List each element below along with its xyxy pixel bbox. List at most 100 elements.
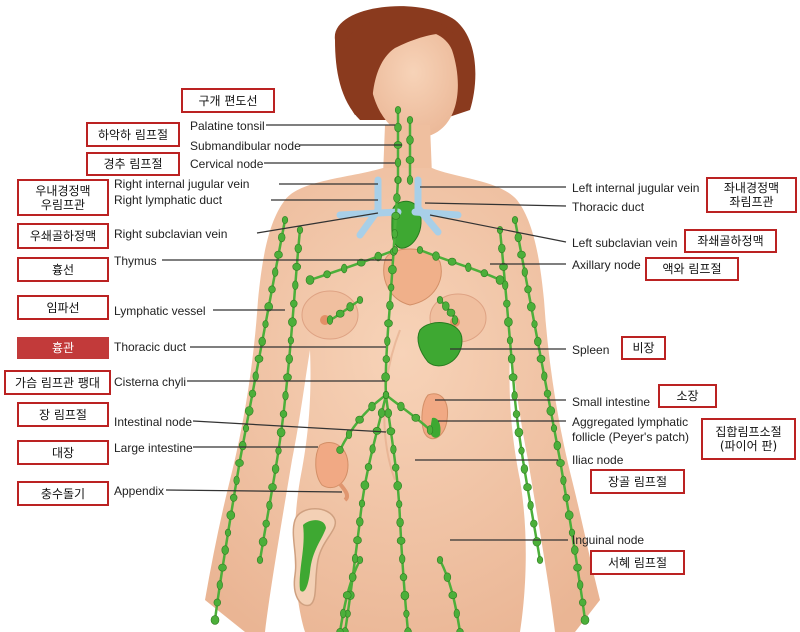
label-spleen: Spleen: [572, 343, 609, 357]
lymph-node: [406, 135, 414, 145]
lymph-node: [292, 280, 299, 290]
lymph-node: [276, 427, 286, 438]
lymph-node: [520, 464, 529, 474]
lymph-node: [355, 415, 364, 424]
lymph-node: [536, 556, 544, 564]
lymph-node: [356, 556, 364, 564]
lymph-node: [258, 537, 268, 547]
lymph-node: [532, 537, 542, 547]
lymph-node: [511, 216, 519, 224]
lymph-node: [254, 354, 264, 363]
lymph-node: [456, 628, 464, 632]
box-intestinal-node: 장 림프절: [17, 402, 109, 427]
lymph-node: [394, 176, 402, 184]
lymph-node: [386, 300, 394, 311]
box-left-internal-jugular-vein: 좌내경정맥 좌림프관: [706, 177, 797, 213]
label-axillary-node: Axillary node: [572, 258, 641, 272]
lymph-node: [239, 440, 247, 451]
lymph-node: [507, 354, 516, 364]
lymph-node: [384, 319, 393, 328]
spleen-shape: [417, 322, 463, 367]
box-palatine-tonsil: 구개 편도선: [181, 88, 275, 113]
lymph-node: [340, 608, 347, 619]
lymph-node: [543, 389, 552, 398]
lymph-node: [224, 528, 232, 537]
label-aggregated-line-2: follicle (Peyer's patch): [572, 430, 689, 444]
lymph-node: [391, 246, 399, 254]
lymph-node: [560, 475, 567, 486]
lymph-node: [290, 299, 298, 308]
label-right-subclavian-vein: Right subclavian vein: [114, 227, 227, 241]
lymph-node: [514, 232, 522, 243]
lymph-node: [336, 446, 344, 454]
lymph-node: [216, 580, 223, 590]
lymph-node: [447, 257, 457, 266]
label-thymus: Thymus: [114, 254, 157, 268]
lymph-node: [534, 336, 542, 347]
lymph-node: [278, 232, 286, 243]
lymph-node: [448, 591, 458, 600]
lymph-node: [382, 355, 390, 363]
lymph-node: [503, 299, 511, 308]
lymph-node: [326, 315, 334, 325]
lymph-node: [356, 258, 366, 267]
lymph-node: [541, 371, 548, 381]
lymph-node: [358, 499, 366, 508]
lymph-node: [553, 440, 561, 451]
lymph-node: [432, 251, 440, 261]
lymph-node: [294, 243, 302, 254]
lymph-node: [226, 510, 236, 520]
lymph-node: [384, 408, 392, 418]
lymphatic-network: [210, 106, 590, 632]
box-left-subclavian-vein: 좌쇄골하정맥: [684, 229, 777, 253]
lymph-node: [262, 320, 269, 328]
lymph-node: [394, 157, 402, 168]
lymph-node: [348, 572, 357, 582]
lymph-node: [274, 250, 283, 259]
box-lymphatic-vessel: 임파선: [17, 295, 109, 320]
lymph-node: [496, 226, 504, 234]
lymph-node: [453, 608, 460, 619]
box-axillary-node: 액와 림프절: [645, 257, 739, 281]
box-right-subclavian-vein: 우쇄골하정맥: [17, 223, 109, 249]
lymph-vessel: [309, 248, 396, 282]
lymph-node: [578, 598, 587, 607]
lymph-node: [396, 500, 403, 508]
lymph-node: [564, 510, 574, 520]
label-left-subclavian-vein: Left subclavian vein: [572, 236, 677, 250]
lymph-vessel: [419, 248, 501, 282]
lymph-node: [283, 373, 292, 382]
lymph-node: [536, 354, 546, 363]
lymph-node: [386, 427, 396, 436]
lymph-node: [388, 264, 397, 275]
lymph-node: [288, 317, 297, 327]
lymph-node: [353, 536, 362, 545]
lymph-node: [391, 229, 398, 239]
box-spleen: 비장: [621, 336, 666, 360]
lymph-node: [272, 267, 279, 277]
lymph-node: [384, 336, 391, 346]
lymph-node: [508, 373, 518, 382]
lymph-node: [268, 285, 276, 294]
label-cervical-node: Cervical node: [190, 157, 264, 171]
lymph-node: [568, 528, 576, 537]
box-appendix: 충수돌기: [17, 481, 109, 506]
label-cisterna-chyli: Cisterna chyli: [114, 375, 186, 389]
lymph-node: [511, 391, 518, 401]
lymph-node: [546, 406, 556, 416]
lymph-node: [504, 317, 513, 327]
lymph-node: [411, 413, 421, 422]
label-small-intestine: Small intestine: [572, 395, 650, 409]
lymph-node: [210, 615, 220, 625]
lymph-node: [271, 464, 280, 474]
lymph-node: [258, 336, 266, 347]
lymph-node: [403, 609, 410, 618]
label-right-internal-jugular-vein: Right internal jugular vein: [114, 177, 249, 191]
lymph-node: [233, 475, 240, 486]
lymph-node: [524, 285, 532, 294]
lymph-node: [442, 301, 450, 311]
lymph-node: [346, 302, 354, 312]
lymph-node: [399, 554, 406, 564]
box-iliac-node: 장골 림프절: [590, 469, 685, 494]
